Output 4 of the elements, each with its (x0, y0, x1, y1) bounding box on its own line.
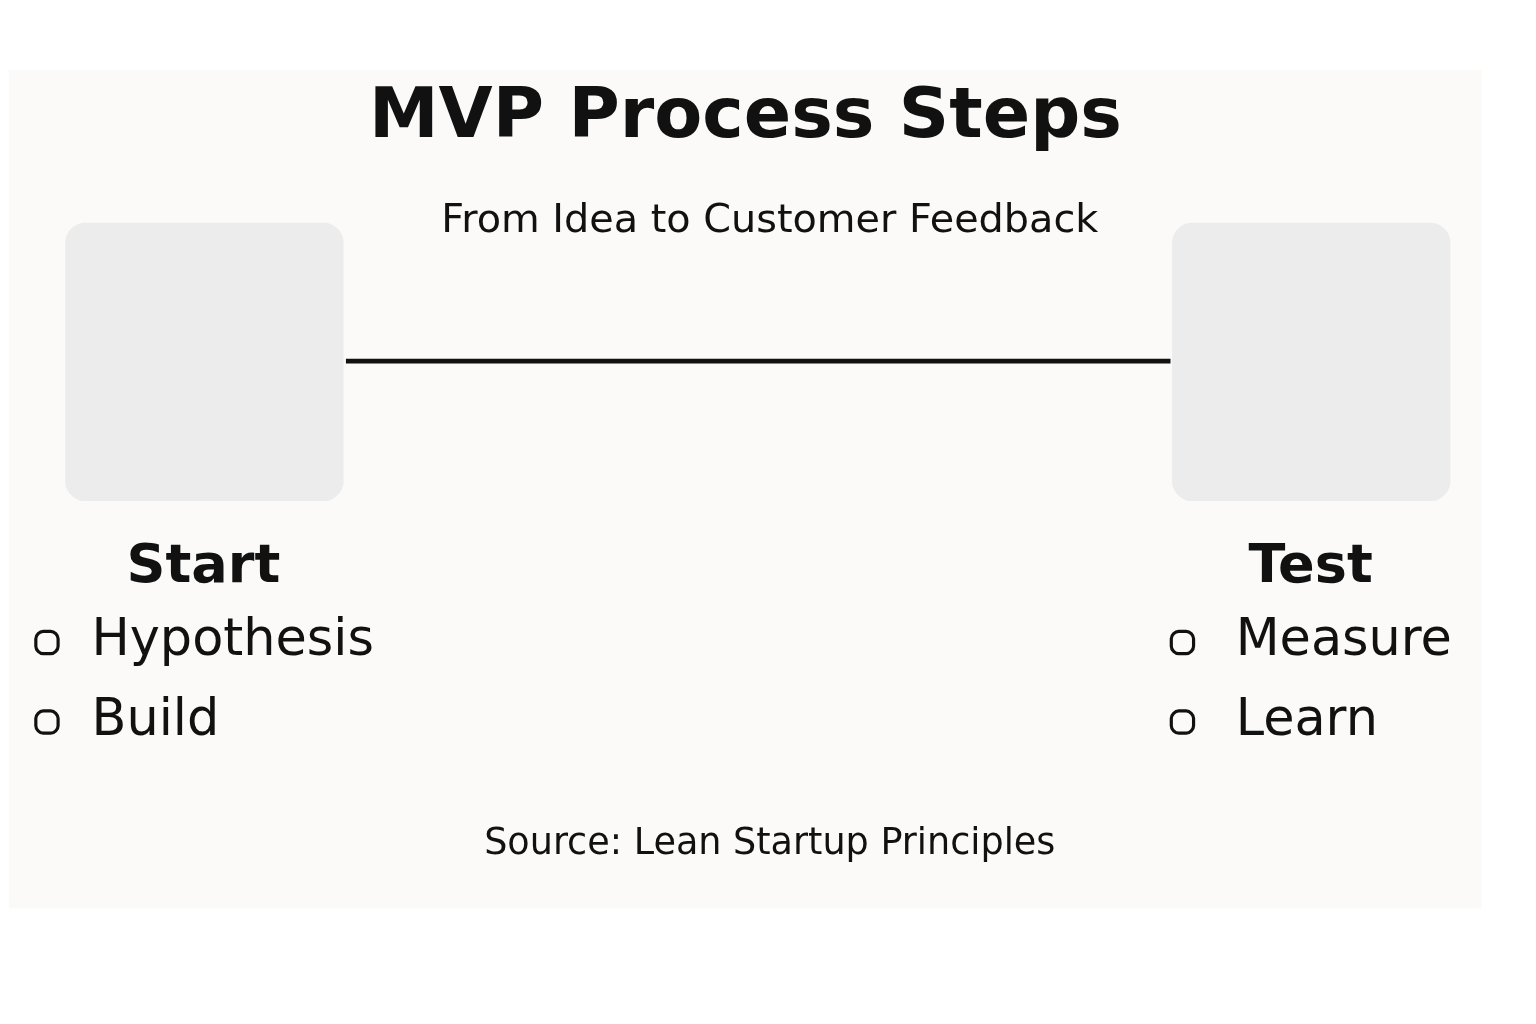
diagram-title: MVP Process Steps (368, 72, 1122, 155)
connector (345, 358, 1171, 364)
caption: Source: Lean Startup Principles (484, 819, 1056, 863)
label: From Idea to Customer Feedback (441, 195, 1099, 242)
